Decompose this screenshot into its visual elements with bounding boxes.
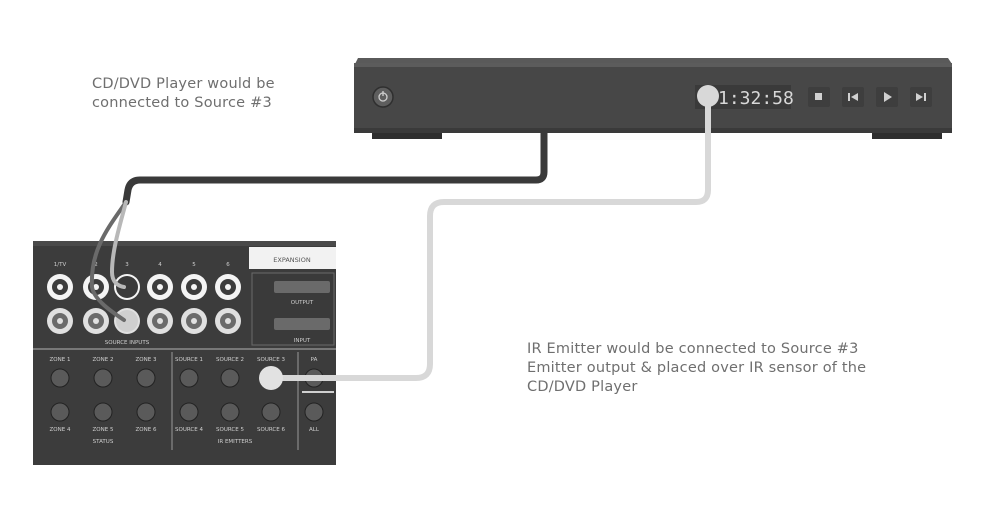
rca-jack[interactable] [147, 274, 173, 300]
status-zone-2-jack[interactable] [93, 368, 113, 388]
rca-jack[interactable] [181, 274, 207, 300]
source-1-label: SOURCE 1 [175, 357, 203, 363]
rca-jack[interactable] [147, 308, 173, 334]
previous-button[interactable] [842, 87, 864, 107]
ir-source-4-jack[interactable] [179, 402, 199, 422]
stop-icon [815, 93, 822, 100]
jack-number-6: 6 [226, 262, 230, 268]
jack-number-5: 5 [192, 262, 196, 268]
zone-3-label: ZONE 3 [136, 357, 157, 363]
input-port[interactable] [274, 318, 330, 330]
play-button[interactable] [876, 87, 898, 107]
expansion-label: EXPANSION [273, 256, 311, 264]
rca-jack-source-3-connected[interactable] [114, 274, 140, 300]
zone-2-label: ZONE 2 [93, 357, 114, 363]
audio-cable [89, 129, 548, 322]
ir-source-2-jack[interactable] [220, 368, 240, 388]
zone-6-label: ZONE 6 [136, 427, 157, 433]
next-icon [916, 93, 926, 101]
expansion-section: EXPANSION OUTPUT INPUT [249, 247, 336, 346]
zone-4-label: ZONE 4 [50, 427, 71, 433]
cd-player-caption-line-2: connected to Source #3 [92, 95, 272, 111]
source-inputs-bottom-row [47, 308, 241, 334]
cd-player-caption: CD/DVD Player would be connected to Sour… [92, 75, 342, 113]
control-panel: EXPANSION OUTPUT INPUT 1/TV 2 3 4 5 6 [33, 241, 336, 465]
all-label: ALL [309, 427, 320, 433]
status-label: STATUS [93, 439, 114, 445]
ir-source-5-jack[interactable] [220, 402, 240, 422]
rca-jack[interactable] [83, 308, 109, 334]
status-zone-5-jack[interactable] [93, 402, 113, 422]
source-4-label: SOURCE 4 [175, 427, 203, 433]
output-port[interactable] [274, 281, 330, 293]
ir-source-6-jack[interactable] [261, 402, 281, 422]
next-button[interactable] [910, 87, 932, 107]
zone-1-label: ZONE 1 [50, 357, 71, 363]
output-label: OUTPUT [291, 300, 314, 306]
power-button[interactable] [372, 86, 394, 108]
cd-dvd-player: 1:32:58 [354, 58, 952, 139]
jack-number-4: 4 [158, 262, 162, 268]
jack-number-1: 1/TV [54, 262, 67, 268]
rca-jack[interactable] [47, 308, 73, 334]
ir-emitter-caption: IR Emitter would be connected to Source … [527, 340, 967, 397]
pa-label: PA [311, 357, 318, 363]
cd-player-caption-line-1: CD/DVD Player would be [92, 76, 275, 92]
ir-emitter-caption-line-2: Emitter output & placed over IR sensor o… [527, 360, 867, 376]
rca-jack[interactable] [215, 274, 241, 300]
jack-number-3: 3 [125, 262, 129, 268]
rca-jack[interactable] [181, 308, 207, 334]
jack-number-2: 2 [94, 262, 98, 268]
ir-all-jack[interactable] [304, 402, 324, 422]
source-inputs-label: SOURCE INPUTS [105, 340, 150, 346]
status-zone-3-jack[interactable] [136, 368, 156, 388]
status-zone-4-jack[interactable] [50, 402, 70, 422]
input-label: INPUT [294, 338, 311, 344]
zone-5-label: ZONE 5 [93, 427, 114, 433]
ir-emitter-caption-line-1: IR Emitter would be connected to Source … [527, 341, 859, 357]
source-2-label: SOURCE 2 [216, 357, 244, 363]
ir-emitter-cable [259, 85, 719, 390]
source-5-label: SOURCE 5 [216, 427, 244, 433]
ir-emitters-label: IR EMITTERS [218, 439, 253, 445]
jack-numbers: 1/TV 2 3 4 5 6 [54, 262, 230, 268]
rca-jack[interactable] [215, 308, 241, 334]
rca-jack[interactable] [47, 274, 73, 300]
previous-icon [848, 93, 858, 101]
source-6-label: SOURCE 6 [257, 427, 285, 433]
status-zone-6-jack[interactable] [136, 402, 156, 422]
status-zone-1-jack[interactable] [50, 368, 70, 388]
display-time: 1:32:58 [718, 88, 794, 109]
rca-jack-source-3-connected[interactable] [114, 308, 140, 334]
stop-button[interactable] [808, 87, 830, 107]
ir-source-1-jack[interactable] [179, 368, 199, 388]
ir-emitter-head [697, 85, 719, 107]
play-icon [884, 92, 892, 102]
source-3-label: SOURCE 3 [257, 357, 285, 363]
ir-emitter-caption-line-3: CD/DVD Player [527, 379, 638, 395]
ir-source-3-connected-jack[interactable] [259, 366, 283, 390]
